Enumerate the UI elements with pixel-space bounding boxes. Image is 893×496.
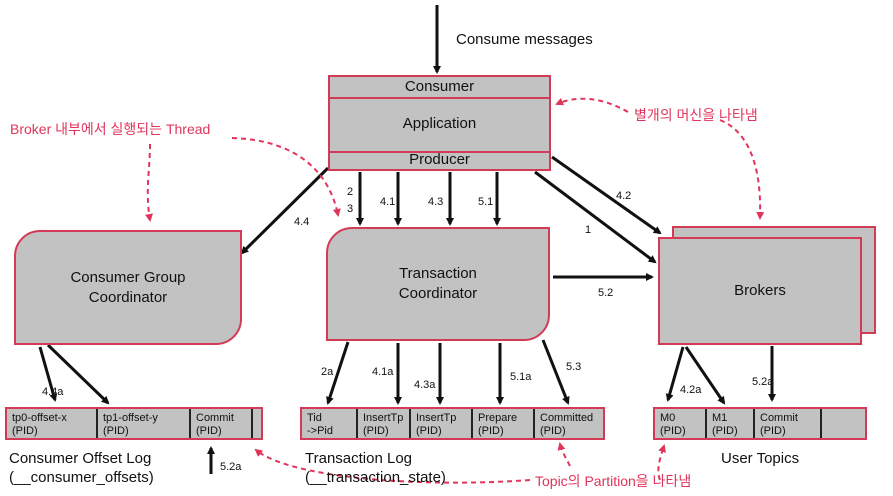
edge-label-5-1a: 5.1a bbox=[510, 371, 532, 383]
edge-label-3: 3 bbox=[347, 203, 354, 215]
transaction-coordinator: Transaction Coordinator bbox=[326, 227, 550, 341]
transaction-log-cell: Tid ->Pid bbox=[302, 409, 358, 438]
edge-label-5-3: 5.3 bbox=[566, 361, 582, 373]
consumer-offset-log: tp0-offset-x (PID) tp1-offset-y (PID) Co… bbox=[5, 407, 263, 440]
transaction-log-cell: InsertTp (PID) bbox=[358, 409, 411, 438]
offset-log-cell bbox=[253, 409, 263, 438]
transaction-log-cell: Committed (PID) bbox=[540, 412, 594, 437]
edge-label-4-3a: 4.3a bbox=[414, 379, 436, 391]
edge-label-5-2a-top: 5.2a bbox=[752, 376, 774, 388]
separate-machine-annotation: 별개의 머신을 나타냄 bbox=[634, 107, 758, 123]
producer-label: Producer bbox=[409, 151, 470, 168]
edge-label-2: 2 bbox=[347, 186, 354, 198]
user-topics-cell: Commit (PID) bbox=[755, 409, 822, 438]
consume-messages-label: Consume messages bbox=[456, 31, 593, 48]
topic-partition-annotation: Topic의 Partition을 나타냄 bbox=[535, 473, 692, 489]
consumer-label: Consumer bbox=[330, 77, 549, 99]
transaction-log: Tid ->Pid InsertTp (PID) InsertTp (PID) … bbox=[300, 407, 605, 440]
edge-label-4-2a: 4.2a bbox=[680, 384, 702, 396]
broker-thread-annotation: Broker 내부에서 실행되는 Thread bbox=[10, 121, 211, 137]
edge-label-1: 1 bbox=[585, 224, 592, 236]
user-topics-cell: M1 (PID) bbox=[707, 409, 755, 438]
user-topics-log: M0 (PID) M1 (PID) Commit (PID) bbox=[653, 407, 867, 440]
user-topics-cell: M0 (PID) bbox=[655, 409, 707, 438]
edge-label-4-1: 4.1 bbox=[380, 196, 396, 208]
brokers-box: Brokers bbox=[658, 237, 862, 345]
edge-label-4-3: 4.3 bbox=[428, 196, 444, 208]
user-topics-cell bbox=[822, 409, 867, 438]
edge-label-5-2: 5.2 bbox=[598, 287, 614, 299]
application-box: Consumer Application Producer bbox=[328, 75, 551, 171]
edge-label-5-1: 5.1 bbox=[478, 196, 494, 208]
transaction-log-cell: InsertTp (PID) bbox=[411, 409, 473, 438]
consumer-group-coordinator: Consumer Group Coordinator bbox=[14, 230, 242, 345]
edge-label-4-4a: 4.4a bbox=[42, 386, 64, 398]
offset-log-cell: tp1-offset-y (PID) bbox=[98, 409, 191, 438]
user-topics-title: User Topics bbox=[721, 450, 800, 467]
application-label: Application bbox=[330, 97, 549, 153]
edge-label-5-2a-bottom: 5.2a bbox=[220, 461, 242, 473]
offset-log-cell: tp0-offset-x (PID) bbox=[7, 409, 98, 438]
edge-label-4-1a: 4.1a bbox=[372, 366, 394, 378]
edge-label-4-4: 4.4 bbox=[294, 216, 310, 228]
consumer-offset-log-title: Consumer Offset Log (__consumer_offsets) bbox=[9, 450, 154, 486]
transaction-log-title: Transaction Log (__transaction_state) bbox=[305, 450, 446, 486]
edge-label-4-2: 4.2 bbox=[616, 190, 632, 202]
offset-log-cell: Commit (PID) bbox=[191, 409, 253, 438]
transaction-log-cell: Prepare (PID) bbox=[473, 409, 535, 438]
edge-label-2a: 2a bbox=[321, 366, 334, 378]
